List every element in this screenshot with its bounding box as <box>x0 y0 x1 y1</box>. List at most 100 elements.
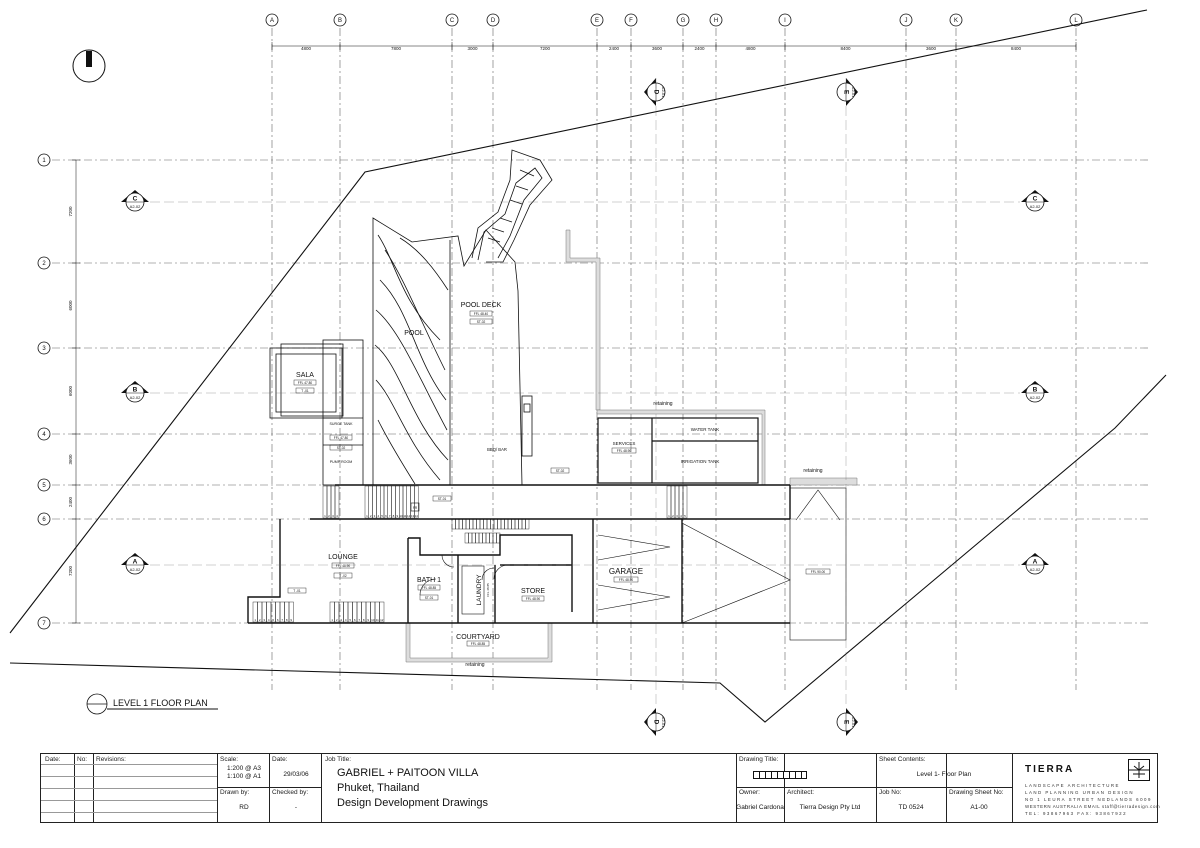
svg-text:A2-01: A2-01 <box>851 87 856 98</box>
stair-hall-lower <box>464 532 501 544</box>
svg-text:1: 1 <box>331 618 333 622</box>
lounge-label: LOUNGE <box>328 554 358 561</box>
retaining-label-bottom: retaining <box>465 662 484 668</box>
tb-sheet-no-label: Drawing Sheet No: <box>949 789 1004 796</box>
grid-label-L: L <box>1074 18 1078 24</box>
grid-label-row-3: 3 <box>42 346 46 352</box>
bbq-bar-label: BBQ/ BAR <box>487 447 507 452</box>
svg-text:5: 5 <box>272 618 274 622</box>
pool-area <box>372 149 553 486</box>
svg-text:A2-01: A2-01 <box>661 87 666 98</box>
tb-date2-label: Date: <box>272 756 288 763</box>
grid-head-C: C <box>445 13 459 27</box>
svg-text:3: 3 <box>332 514 334 518</box>
grid-head-D: D <box>486 13 500 27</box>
svg-text:14: 14 <box>415 514 419 518</box>
section-marker-a-1: AA2-02 <box>121 553 149 575</box>
courtyard-ffl: FFL 48.85 <box>471 642 486 646</box>
svg-text:12: 12 <box>380 618 384 622</box>
laundry-ffl: FFL 48.85 <box>486 583 490 597</box>
col-dim-5: 3600 <box>652 46 663 51</box>
pool-deck-tag: ST-02 <box>477 320 486 324</box>
irrigation-tank-label: IRRIGATION TANK <box>681 459 720 464</box>
tb-job-title-2: Phuket, Thailand <box>337 782 420 794</box>
grid-head-E: E <box>590 13 604 27</box>
sala-pavilion <box>269 339 364 486</box>
services-label: SERVICES <box>613 441 636 446</box>
firm-line-4: WESTERN AUSTRALIA EMAIL staff@tierradesi… <box>1025 804 1161 809</box>
grid-label-D: D <box>491 18 496 24</box>
services-block <box>597 417 759 484</box>
firm-line-5: TEL: 93867963 FAX: 93867922 <box>1025 811 1128 816</box>
plan-title-symbol-icon <box>86 693 218 715</box>
section-marker-c-1: CA2-02 <box>121 190 149 212</box>
grid-label-K: K <box>954 18 958 24</box>
lounge-tag-2: T -01 <box>293 589 301 593</box>
tb-job-title-1: GABRIEL + PAITOON VILLA <box>337 767 479 779</box>
svg-text:11: 11 <box>376 618 379 622</box>
tb-revisions-label: Revisions: <box>96 756 126 763</box>
pool-label: POOL <box>404 330 424 337</box>
svg-text:10: 10 <box>399 514 403 518</box>
svg-text:4: 4 <box>680 514 682 518</box>
svg-text:1: 1 <box>668 514 670 518</box>
water-tank-label: WATER TANK <box>691 427 720 432</box>
store-ffl: FFL 48.90 <box>526 597 541 601</box>
grid-head-7: 7 <box>37 616 51 630</box>
svg-text:4: 4 <box>336 514 338 518</box>
retaining-wall <box>405 229 858 663</box>
services-ffl: FFL 48.90 <box>617 449 632 453</box>
svg-text:12: 12 <box>407 514 411 518</box>
grid-label-C: C <box>450 18 455 24</box>
col-dim-1: 7800 <box>391 46 402 51</box>
row-dim-0: 7200 <box>68 206 73 217</box>
row-dim-3: 3600 <box>68 454 73 465</box>
svg-text:7: 7 <box>281 618 283 622</box>
tb-architect-label: Architect: <box>787 789 815 796</box>
svg-text:A2-02: A2-02 <box>1030 567 1041 572</box>
grid-head-L: L <box>1069 13 1083 27</box>
firm-line-2: LAND PLANNING URBAN DESIGN <box>1025 790 1135 795</box>
garage-ffl: FFL 48.50 <box>619 578 634 582</box>
section-marker-a-2: AA2-02 <box>1021 553 1049 575</box>
grid-lines <box>52 28 1150 690</box>
grid-label-G: G <box>681 18 686 24</box>
tb-scale-label: Scale: <box>220 756 239 763</box>
surge-tank-tag: ST-02 <box>337 446 346 450</box>
svg-text:C: C <box>1033 196 1038 203</box>
svg-text:B: B <box>133 387 138 394</box>
grid-head-2: 2 <box>37 256 51 270</box>
tb-sheet-contents: Level 1- Floor Plan <box>916 771 972 778</box>
drive-ffl: FFL 90.00 <box>811 570 826 574</box>
svg-text:4: 4 <box>377 514 379 518</box>
tb-job-no: TD 0524 <box>898 804 924 811</box>
svg-text:2: 2 <box>328 514 330 518</box>
col-dim-3: 7200 <box>540 46 551 51</box>
tb-no-label: No: <box>77 756 88 763</box>
grid-head-5: 5 <box>37 478 51 492</box>
fr-tag: FR <box>413 506 418 510</box>
grid-head-G: G <box>676 13 690 27</box>
sala-label: SALA <box>296 372 314 379</box>
tb-checked-by: - <box>294 804 298 811</box>
level1-thin-lines <box>410 487 847 641</box>
svg-text:A2-01: A2-01 <box>661 717 666 728</box>
firm-name: TIERRA <box>1025 764 1075 775</box>
svg-text:B: B <box>1033 387 1038 394</box>
grid-head-K: K <box>949 13 963 27</box>
svg-text:7: 7 <box>358 618 360 622</box>
svg-text:13: 13 <box>411 514 415 518</box>
retaining-label-right: retaining <box>803 468 822 474</box>
grid-label-H: H <box>714 18 718 24</box>
grid-head-B: B <box>333 13 347 27</box>
svg-text:2: 2 <box>672 514 674 518</box>
svg-text:10: 10 <box>371 618 375 622</box>
svg-text:1: 1 <box>324 514 326 518</box>
grid-label-row-5: 5 <box>42 483 46 489</box>
lounge-ffl: FFL 48.90 <box>336 564 351 568</box>
tb-owner-label: Owner: <box>739 789 760 796</box>
